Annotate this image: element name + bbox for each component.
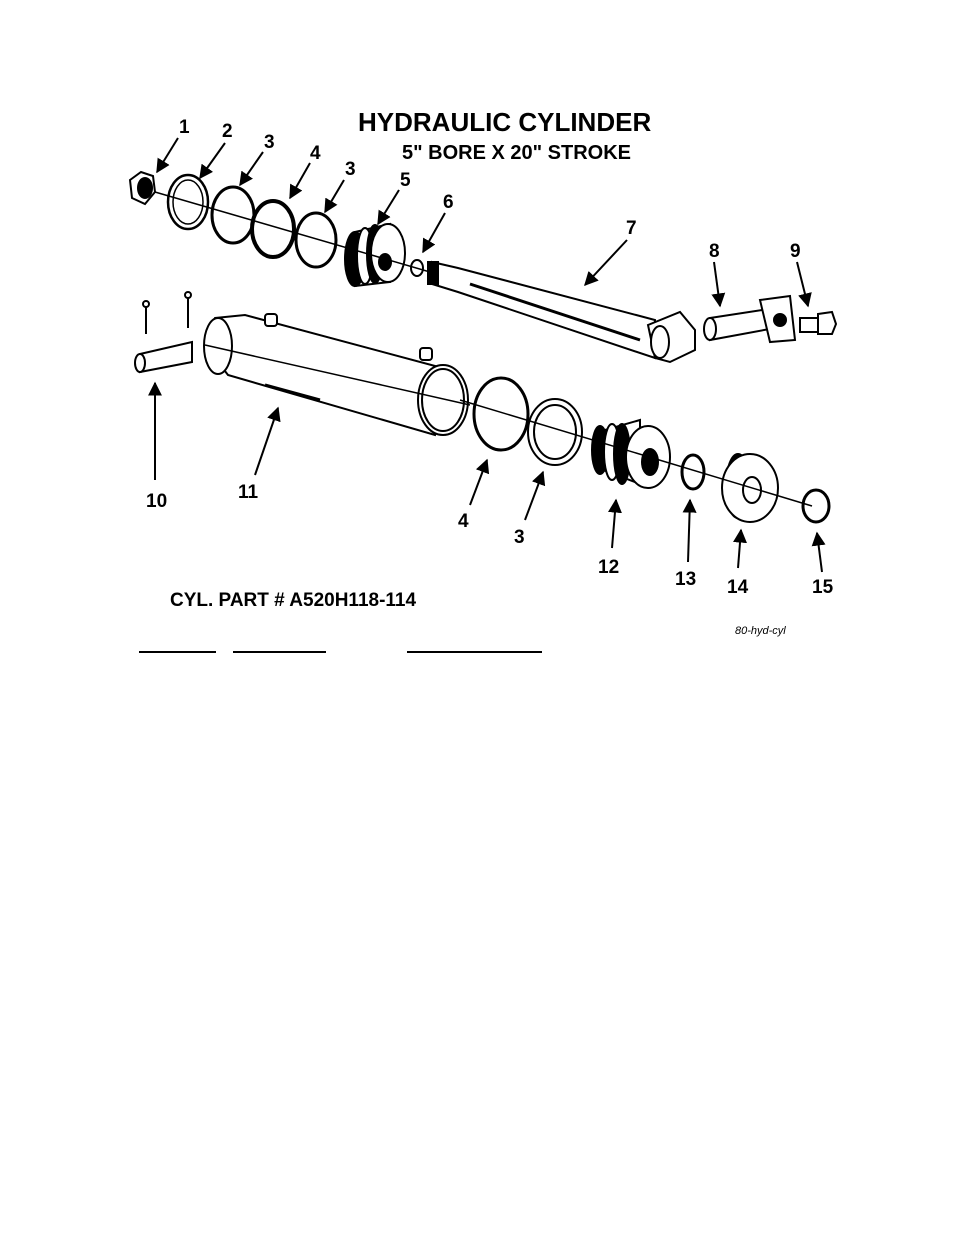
callout-1: 1	[179, 117, 190, 138]
callout-15: 15	[812, 577, 834, 598]
callout-14: 14	[727, 577, 749, 598]
callout-9: 9	[790, 241, 801, 262]
callout-4: 4	[310, 143, 321, 164]
callout-2: 2	[222, 121, 233, 142]
callout-7: 7	[626, 218, 637, 239]
callout-3-second: 3	[345, 159, 356, 180]
part-7-piston-rod	[428, 262, 695, 362]
part-1-hex-nut	[130, 172, 155, 204]
diagram-subtitle: 5" BORE X 20" STROKE	[402, 142, 631, 164]
callout-3-lower: 3	[514, 527, 525, 548]
assembly-axis-bottom	[460, 400, 812, 506]
callout-11: 11	[238, 482, 259, 503]
part-3-backup-ring-upper	[296, 213, 336, 267]
callout-8: 8	[709, 241, 720, 262]
part-9-bolt	[800, 312, 836, 334]
part-3-backup-ring-lower	[528, 399, 582, 465]
callout-4-lower: 4	[458, 511, 469, 532]
cylinder-part-number: CYL. PART # A520H118-114	[170, 590, 416, 611]
drawing-code: 80-hyd-cyl	[735, 625, 786, 637]
part-10-pin-with-cotters	[135, 292, 192, 372]
part-12-gland	[592, 420, 670, 488]
part-4-o-ring	[252, 201, 294, 257]
diagram-title: HYDRAULIC CYLINDER	[358, 107, 651, 137]
part-15-wiper	[803, 490, 829, 522]
callout-3: 3	[264, 132, 275, 153]
part-11-cylinder-barrel	[204, 314, 470, 435]
callout-13: 13	[675, 569, 696, 590]
part-8-clevis-pin	[704, 296, 795, 342]
callout-12: 12	[598, 557, 619, 578]
part-5-piston	[345, 224, 405, 286]
callout-5: 5	[400, 170, 411, 191]
callout-6: 6	[443, 192, 454, 213]
callout-10: 10	[146, 491, 167, 512]
part-4-o-ring-lower	[474, 378, 528, 450]
